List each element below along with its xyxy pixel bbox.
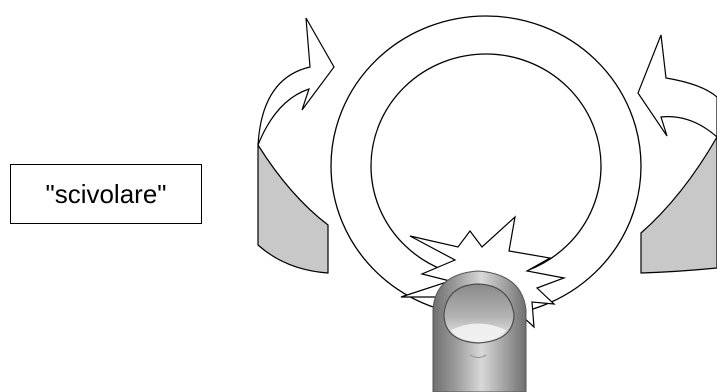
- fingertip-icon: [433, 271, 526, 392]
- curved-arrow-left-icon: [258, 18, 334, 273]
- curved-arrow-right-icon: [638, 35, 717, 273]
